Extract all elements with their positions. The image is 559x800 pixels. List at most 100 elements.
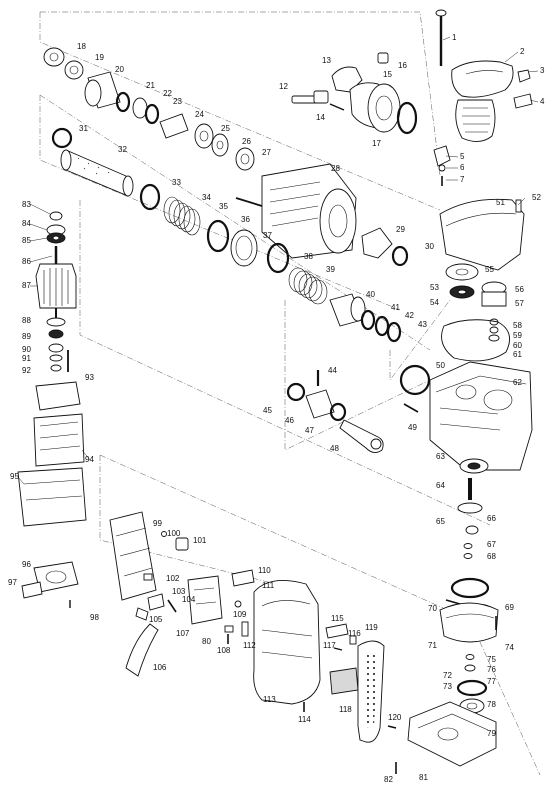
callout-116: 116 <box>348 629 361 638</box>
callout-119: 119 <box>365 623 378 632</box>
callout-77: 77 <box>487 677 496 686</box>
callout-48: 48 <box>330 444 339 453</box>
callout-82: 82 <box>384 775 393 784</box>
callout-3: 3 <box>540 66 545 75</box>
callout-16: 16 <box>398 61 407 70</box>
callout-108: 108 <box>217 646 231 655</box>
callout-98: 98 <box>90 613 99 622</box>
callout-21: 21 <box>146 81 155 90</box>
callout-61: 61 <box>513 350 522 359</box>
callout-38: 38 <box>304 252 313 261</box>
callout-92: 92 <box>22 366 31 375</box>
callout-95: 95 <box>10 472 19 481</box>
callout-65: 65 <box>436 517 445 526</box>
callout-39: 39 <box>326 265 335 274</box>
handle-assembly <box>109 511 397 743</box>
callout-91: 91 <box>22 354 31 363</box>
callout-75: 75 <box>487 655 496 664</box>
callout-2: 2 <box>520 47 525 56</box>
callout-87: 87 <box>22 281 31 290</box>
callout-62: 62 <box>513 378 522 387</box>
callout-15: 15 <box>383 70 392 79</box>
callout-6: 6 <box>460 163 465 172</box>
callout-86: 86 <box>22 257 31 266</box>
callout-85: 85 <box>22 236 31 245</box>
callout-76: 76 <box>487 665 496 674</box>
callout-24: 24 <box>195 110 204 119</box>
callout-102: 102 <box>166 574 180 583</box>
callout-96: 96 <box>22 560 31 569</box>
callout-78: 78 <box>487 700 496 709</box>
callout-105: 105 <box>149 615 163 624</box>
callout-70: 70 <box>428 604 437 613</box>
callout-45: 45 <box>263 406 272 415</box>
callout-51: 51 <box>496 198 505 207</box>
callout-27: 27 <box>262 148 271 157</box>
callout-22: 22 <box>163 89 172 98</box>
crank-housing-assembly <box>224 198 533 774</box>
callout-110: 110 <box>258 566 271 575</box>
callout-89: 89 <box>22 332 31 341</box>
callout-117: 117 <box>323 641 336 650</box>
callout-37: 37 <box>263 231 272 240</box>
callout-100: 100 <box>167 529 181 538</box>
piston-assembly <box>51 127 431 453</box>
leader-lines <box>17 36 539 485</box>
callout-5: 5 <box>460 152 465 161</box>
callout-73: 73 <box>443 682 452 691</box>
callout-28: 28 <box>331 164 340 173</box>
callout-90: 90 <box>22 345 31 354</box>
callout-31: 31 <box>79 124 88 133</box>
callout-46: 46 <box>285 416 294 425</box>
callout-97: 97 <box>8 578 17 587</box>
callout-30: 30 <box>425 242 434 251</box>
callout-14: 14 <box>316 113 325 122</box>
callout-101: 101 <box>193 536 207 545</box>
callout-99: 99 <box>153 519 162 528</box>
callout-43: 43 <box>418 320 427 329</box>
callout-50: 50 <box>436 361 445 370</box>
callout-26: 26 <box>242 137 251 146</box>
callout-120: 120 <box>388 713 402 722</box>
callout-93: 93 <box>85 373 94 382</box>
callout-19: 19 <box>95 53 104 62</box>
callout-84: 84 <box>22 219 31 228</box>
callout-83: 83 <box>22 200 31 209</box>
callout-42: 42 <box>405 311 414 320</box>
callout-35: 35 <box>219 202 228 211</box>
callout-25: 25 <box>221 124 230 133</box>
callout-118: 118 <box>339 705 352 714</box>
callout-17: 17 <box>372 139 381 148</box>
callout-63: 63 <box>436 452 445 461</box>
callout-56: 56 <box>515 285 524 294</box>
callout-72: 72 <box>443 671 452 680</box>
callout-80: 80 <box>202 637 211 646</box>
callout-109: 109 <box>233 610 247 619</box>
motor-assembly <box>17 211 87 608</box>
callout-66: 66 <box>487 514 496 523</box>
callout-33: 33 <box>172 178 181 187</box>
callout-114: 114 <box>298 715 311 724</box>
callout-74: 74 <box>505 643 514 652</box>
callout-labels: 1 2 3 4 5 6 7 12 13 14 15 16 17 18 19 20… <box>8 33 545 784</box>
callout-81: 81 <box>419 773 428 782</box>
callout-67: 67 <box>487 540 496 549</box>
callout-4: 4 <box>540 97 545 106</box>
callout-47: 47 <box>305 426 314 435</box>
callout-79: 79 <box>487 729 496 738</box>
callout-111: 111 <box>262 581 275 590</box>
callout-52: 52 <box>532 193 541 202</box>
callout-107: 107 <box>176 629 190 638</box>
callout-20: 20 <box>115 65 124 74</box>
callout-55: 55 <box>485 265 494 274</box>
callout-104: 104 <box>182 595 196 604</box>
callout-113: 113 <box>263 695 276 704</box>
callout-18: 18 <box>77 42 86 51</box>
callout-49: 49 <box>408 423 417 432</box>
callout-71: 71 <box>428 641 437 650</box>
upper-assembly <box>43 9 533 267</box>
callout-7: 7 <box>460 175 465 184</box>
callout-23: 23 <box>173 97 182 106</box>
callout-12: 12 <box>279 82 288 91</box>
